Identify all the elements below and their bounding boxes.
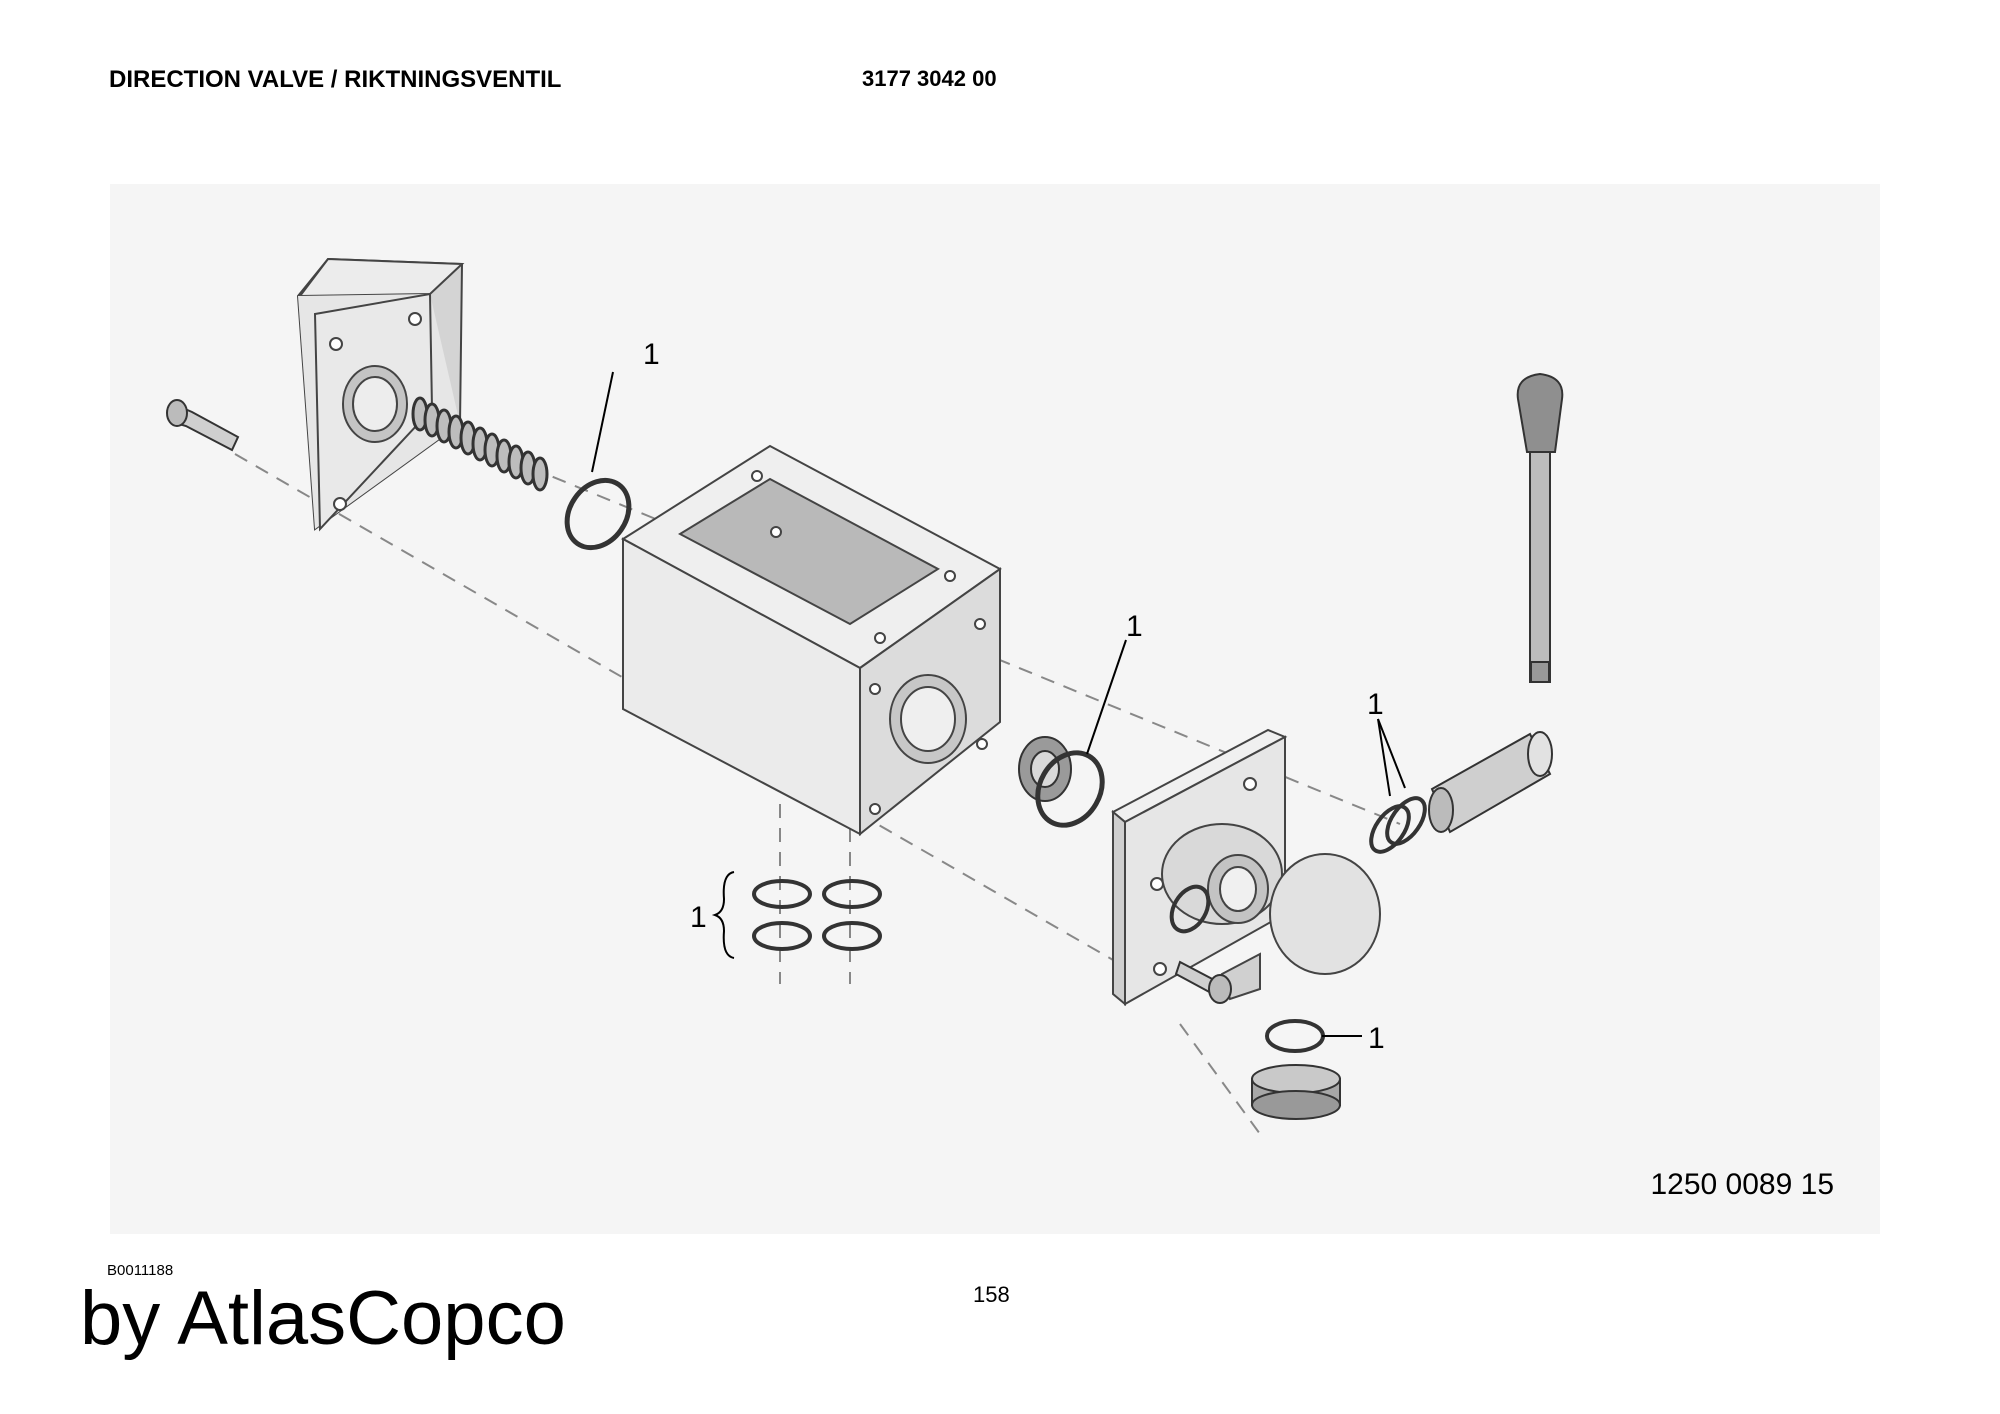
callout-number: 1 (1367, 688, 1384, 721)
o-ring-middle (1035, 750, 1105, 828)
callout-number: 1 (643, 338, 660, 371)
cap-screw-right (1174, 960, 1232, 1004)
drawing-number: 1250 0089 15 (1650, 1168, 1834, 1201)
compression-spring (411, 396, 549, 492)
lever-handle (1516, 372, 1564, 683)
valve-body-block (621, 444, 1002, 837)
flange-housing (1111, 728, 1381, 1007)
brace (711, 871, 735, 959)
o-ring-group-bottom (752, 879, 882, 951)
drain-plug (1251, 1064, 1341, 1120)
end-cover-plate (296, 257, 465, 532)
callout-number: 1 (1368, 1022, 1385, 1055)
cap-screw-left (166, 399, 240, 452)
document-id: B0011188 (107, 1262, 174, 1279)
o-ring-spool-1 (1369, 804, 1411, 854)
callout-number: 1 (690, 901, 707, 934)
o-ring-upper (564, 477, 632, 551)
spool-shaft (1428, 731, 1553, 834)
callout-number: 1 (1126, 610, 1143, 643)
o-ring-housing (1169, 884, 1211, 934)
exploded-view-panel: 1 1 1 1 1 1250 0089 15 (110, 184, 1880, 1234)
exploded-view-drawing: 1 1 1 1 1 (166, 257, 1564, 1135)
o-ring-plug (1265, 1019, 1325, 1053)
o-ring-spool-2 (1385, 796, 1427, 846)
brand-footer: by AtlasCopco (80, 1276, 566, 1361)
page-number: 158 (973, 1282, 1010, 1307)
page-title: DIRECTION VALVE / RIKTNINGSVENTIL (109, 66, 562, 93)
part-number: 3177 3042 00 (862, 66, 997, 91)
